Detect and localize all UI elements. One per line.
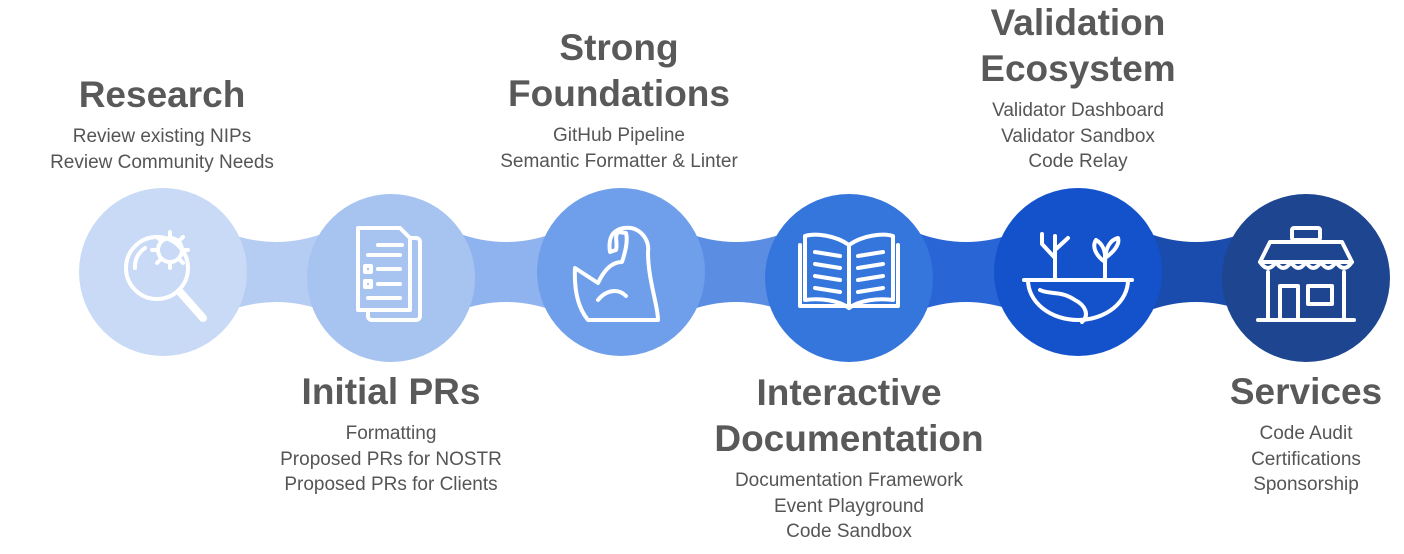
- stage-title: Ecosystem: [980, 48, 1176, 89]
- stage-validation-ecosystem: Validation Ecosystem Validator Dashboard…: [928, 0, 1228, 175]
- stage-title: Initial PRs: [301, 371, 481, 412]
- stage-circle-research: [79, 188, 247, 356]
- storefront-icon: [1256, 226, 1356, 322]
- stage-circle-validation-ecosystem: [994, 188, 1162, 356]
- stage-initial-prs: Initial PRs Formatting Proposed PRs for …: [241, 369, 541, 498]
- connector-4-5: [915, 232, 1017, 312]
- stage-title: Foundations: [508, 73, 730, 114]
- stage-item: Formatting: [345, 423, 437, 444]
- documents-checklist-icon: [356, 226, 422, 322]
- stage-title: Research: [78, 74, 246, 115]
- stage-item: Review existing NIPs: [72, 126, 252, 147]
- connector-1-2: [225, 232, 327, 312]
- stage-strong-foundations: Strong Foundations GitHub Pipeline Seman…: [459, 25, 779, 174]
- stage-item: Proposed PRs for NOSTR: [280, 448, 502, 470]
- stage-item: Validator Sandbox: [1001, 125, 1155, 147]
- connector-2-3: [455, 232, 557, 312]
- gear-magnifier-icon: [124, 230, 207, 322]
- stage-circle-strong-foundations: [537, 188, 705, 356]
- stage-item: Sponsorship: [1253, 474, 1359, 495]
- connector-3-4: [685, 232, 787, 312]
- stage-item: Code Relay: [1028, 151, 1128, 172]
- stage-interactive-documentation: Interactive Documentation Documentation …: [679, 370, 1019, 545]
- flexed-arm-icon: [572, 225, 660, 322]
- stage-title: Documentation: [714, 418, 984, 459]
- stage-title: Validation: [990, 2, 1166, 43]
- stage-services: Services Code Audit Certifications Spons…: [1211, 369, 1401, 498]
- stage-title: Services: [1229, 371, 1383, 412]
- connector-5-6: [1145, 232, 1247, 312]
- stage-item: Code Audit: [1259, 423, 1353, 444]
- stage-item: Code Sandbox: [786, 521, 912, 542]
- stage-item: Semantic Formatter & Linter: [500, 150, 738, 172]
- stage-item: Validator Dashboard: [992, 100, 1164, 121]
- stage-research: Research Review existing NIPs Review Com…: [12, 72, 312, 175]
- planet-sprouts-icon: [1022, 232, 1134, 324]
- stage-title: Interactive: [756, 372, 942, 413]
- stage-item: Certifications: [1251, 448, 1361, 470]
- stage-item: Documentation Framework: [734, 470, 964, 491]
- stage-item: GitHub Pipeline: [552, 125, 686, 146]
- stage-item: Review Community Needs: [50, 151, 274, 173]
- stage-item: Event Playground: [774, 495, 924, 517]
- open-book-icon: [798, 232, 900, 310]
- stage-title: Strong: [559, 27, 679, 68]
- stage-circle-services: [1222, 194, 1390, 362]
- stage-item: Proposed PRs for Clients: [284, 474, 498, 495]
